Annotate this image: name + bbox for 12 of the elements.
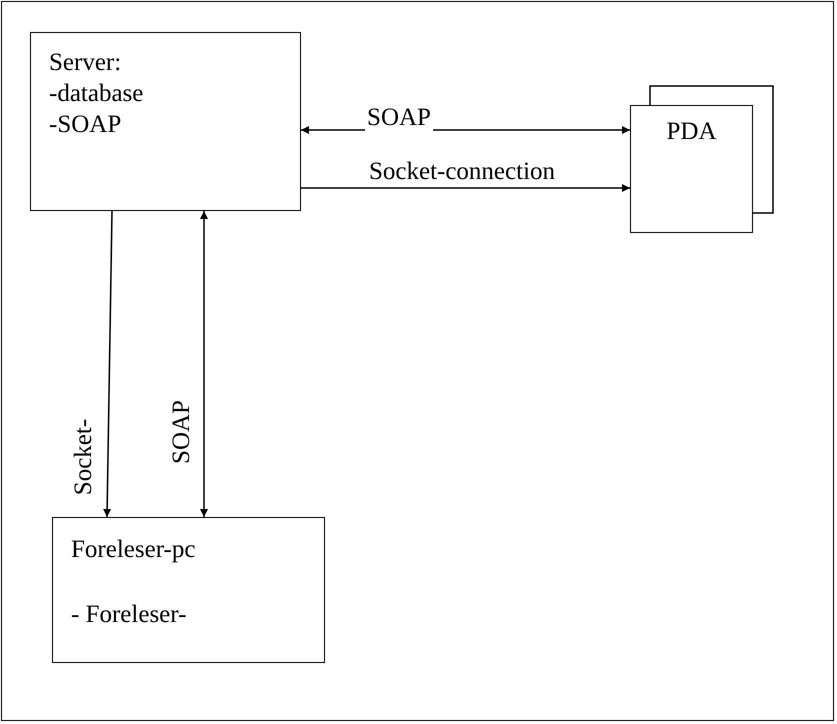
node-text: - Foreleser- xyxy=(71,600,186,630)
arrow xyxy=(103,210,113,518)
process-box xyxy=(52,517,325,663)
node-text: Foreleser-pc xyxy=(71,535,196,565)
process-box xyxy=(30,32,301,211)
node-text: -database xyxy=(49,79,144,109)
arrow xyxy=(301,184,630,192)
node-text: Server: xyxy=(49,48,122,78)
process-box xyxy=(630,105,753,233)
node-text: -SOAP xyxy=(49,110,122,140)
node-text: PDA xyxy=(666,117,716,147)
arrow xyxy=(200,211,208,517)
